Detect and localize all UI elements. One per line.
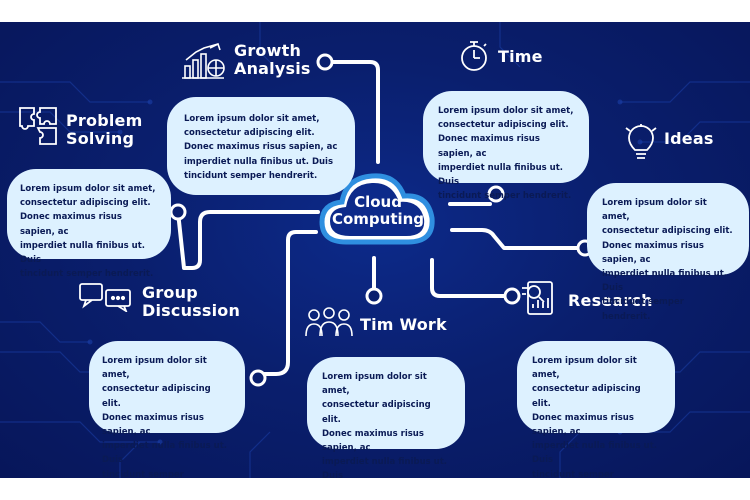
ideas-text-bubble: Lorem ipsum dolor sit amet,consectetur a… bbox=[590, 186, 746, 322]
timwork-text-bubble: Lorem ipsum dolor sit amet,consectetur a… bbox=[310, 360, 462, 478]
cloud-icon bbox=[319, 173, 435, 245]
ideas-title-line1: Ideas bbox=[664, 129, 714, 148]
research-title-line1: Research bbox=[568, 291, 653, 310]
group-text-bubble: Lorem ipsum dolor sit amet,consectetur a… bbox=[92, 344, 242, 478]
research-text: Lorem ipsum dolor sit amet,consectetur a… bbox=[532, 356, 657, 478]
time-title-line1: Time bbox=[498, 47, 543, 66]
timwork-title-line1: Tim Work bbox=[360, 315, 447, 334]
lightbulb-icon bbox=[625, 124, 657, 159]
diagram-board: Cloud Computing Growth Analysis Lorem ip… bbox=[0, 22, 750, 478]
growth-title: Growth Analysis bbox=[234, 42, 311, 78]
connector-lines bbox=[169, 53, 594, 387]
center-label: Cloud Computing bbox=[316, 194, 440, 228]
group-text: Lorem ipsum dolor sit amet,consectetur a… bbox=[102, 356, 227, 478]
group-title: Group Discussion bbox=[142, 284, 240, 320]
team-people-icon bbox=[305, 307, 353, 337]
time-text-bubble: Lorem ipsum dolor sit amet,consectetur a… bbox=[426, 94, 586, 201]
chat-bubbles-icon bbox=[79, 283, 131, 312]
research-title: Research bbox=[568, 292, 653, 310]
timwork-title: Tim Work bbox=[360, 316, 447, 334]
circuit-background bbox=[0, 22, 750, 478]
stopwatch-icon bbox=[461, 41, 487, 71]
problem-title-line2: Solving bbox=[66, 129, 135, 148]
growth-text-bubble: Lorem ipsum dolor sit amet,consectetur a… bbox=[170, 100, 352, 192]
timwork-text: Lorem ipsum dolor sit amet,consectetur a… bbox=[322, 372, 447, 478]
growth-text: Lorem ipsum dolor sit amet,consectetur a… bbox=[184, 114, 338, 181]
problem-title-line1: Problem bbox=[66, 111, 143, 130]
group-title-line2: Discussion bbox=[142, 301, 241, 320]
problem-text-bubble: Lorem ipsum dolor sit amet,consectetur a… bbox=[10, 172, 168, 279]
report-magnifier-icon bbox=[522, 281, 553, 315]
growth-title-line1: Growth bbox=[234, 41, 302, 60]
problem-text: Lorem ipsum dolor sit amet,consectetur a… bbox=[20, 184, 156, 280]
ideas-text: Lorem ipsum dolor sit amet,consectetur a… bbox=[602, 198, 733, 322]
center-label-line1: Cloud bbox=[354, 193, 402, 211]
research-text-bubble: Lorem ipsum dolor sit amet,consectetur a… bbox=[520, 344, 672, 478]
problem-title: Problem Solving bbox=[66, 112, 142, 148]
group-title-line1: Group bbox=[142, 283, 198, 302]
growth-title-line2: Analysis bbox=[234, 59, 311, 78]
center-label-line2: Computing bbox=[331, 210, 425, 228]
ideas-title: Ideas bbox=[664, 130, 714, 148]
puzzle-icon bbox=[19, 107, 57, 145]
time-title: Time bbox=[498, 48, 543, 66]
time-text: Lorem ipsum dolor sit amet,consectetur a… bbox=[438, 106, 574, 202]
bar-chart-globe-icon bbox=[182, 42, 225, 79]
